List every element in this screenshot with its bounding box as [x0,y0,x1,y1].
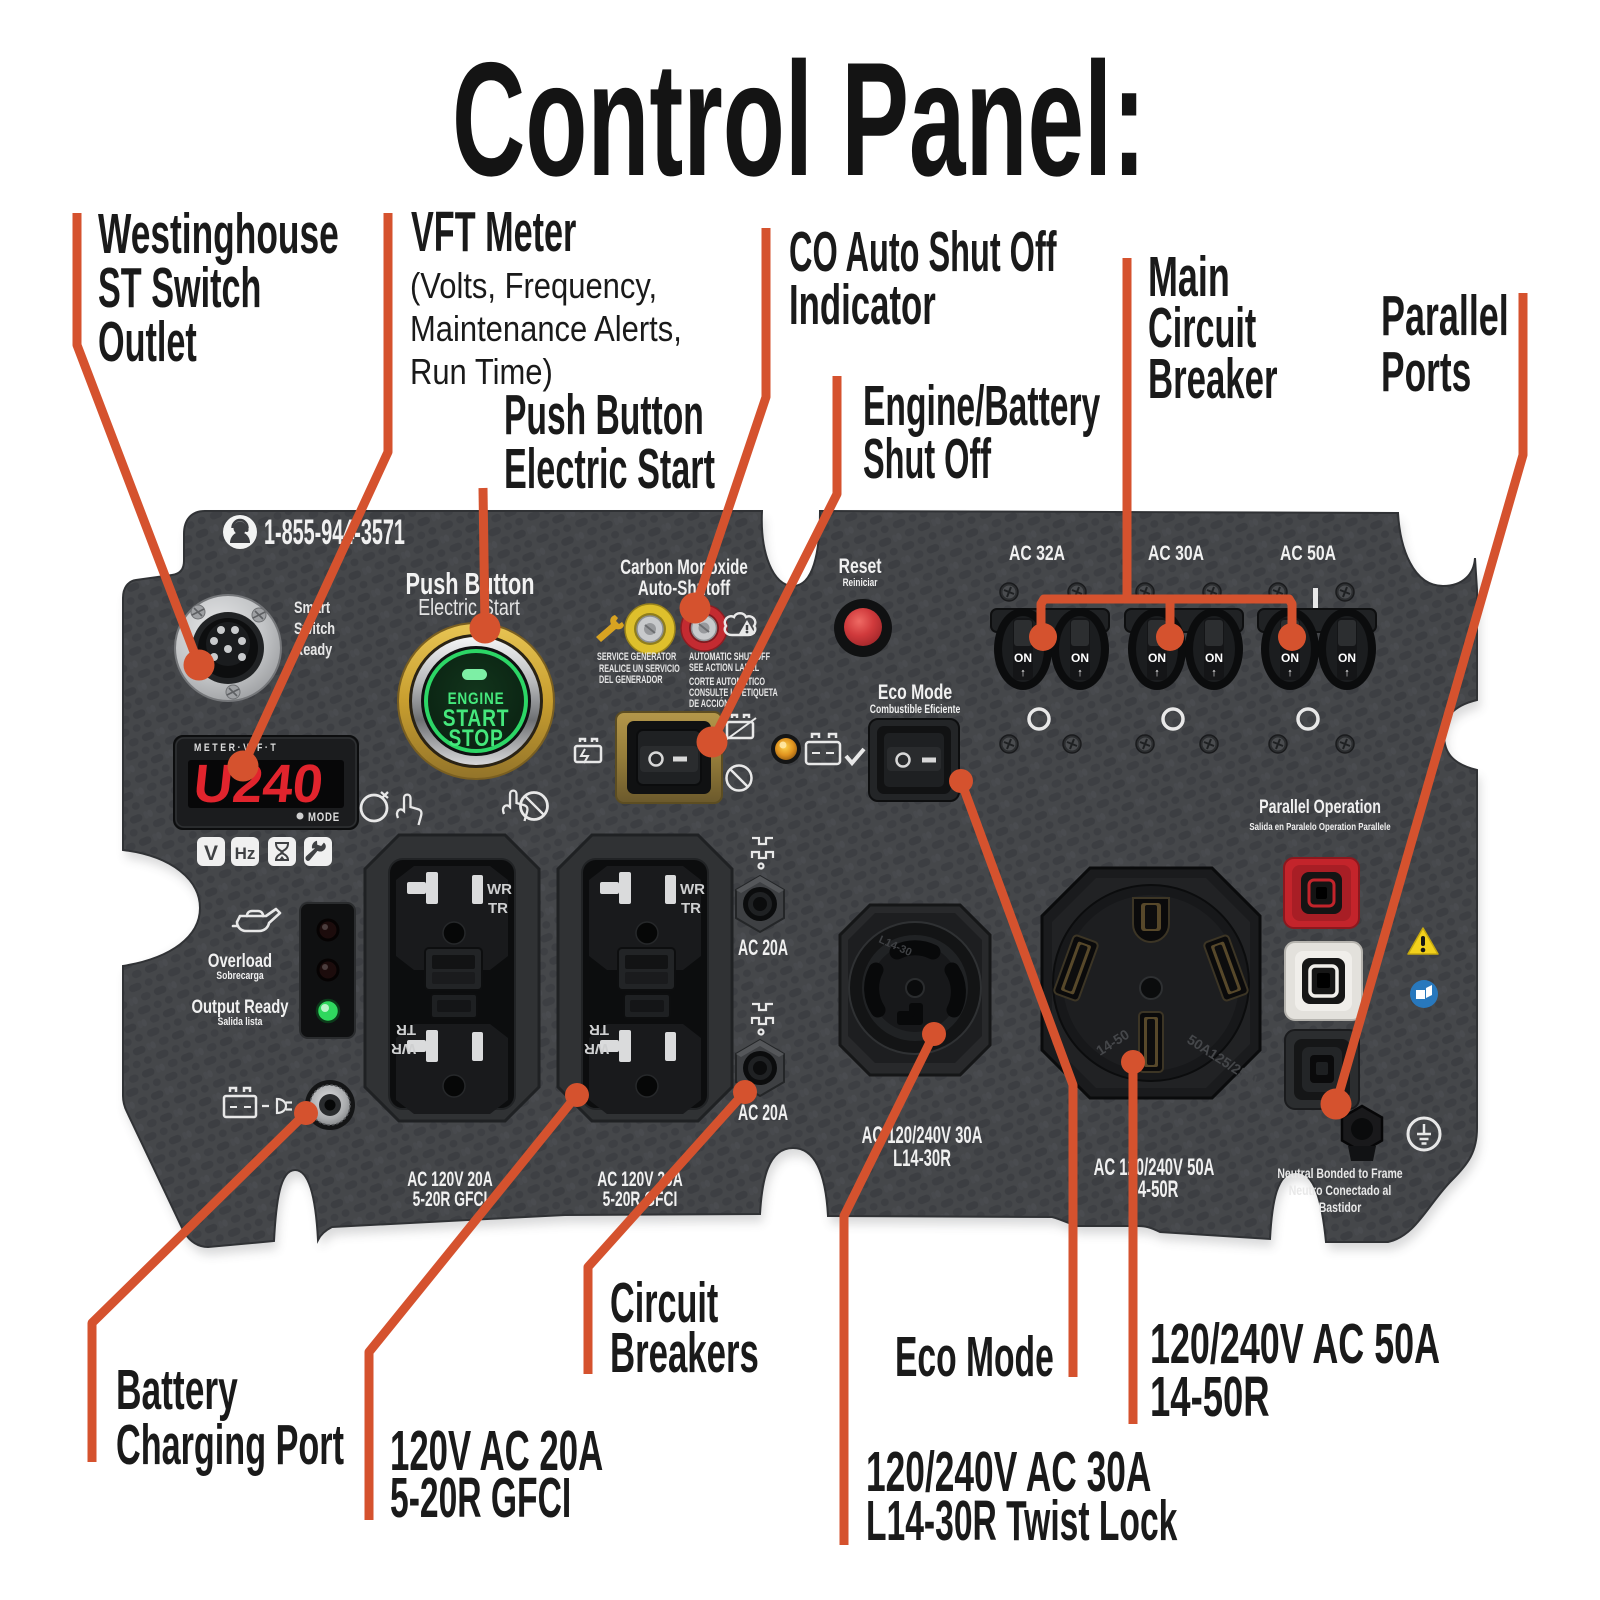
svg-text:Westinghouse: Westinghouse [98,203,339,267]
svg-text:Salida lista: Salida lista [218,1016,263,1028]
svg-text:Electric Start: Electric Start [504,436,715,500]
svg-text:AUTOMATIC SHUT OFF: AUTOMATIC SHUT OFF [689,651,770,663]
svg-text:5-20R GFCI: 5-20R GFCI [390,1466,571,1529]
svg-text:SEE ACTION LABEL: SEE ACTION LABEL [689,662,759,674]
svg-text:TR: TR [396,1021,416,1038]
svg-text:Reset: Reset [839,554,882,578]
svg-text:START: START [443,704,510,732]
svg-text:120/240V AC 50A: 120/240V AC 50A [1150,1313,1440,1376]
svg-text:AC 30A: AC 30A [1148,541,1204,565]
svg-text:Neutral Bonded to Frame: Neutral Bonded to Frame [1277,1166,1402,1182]
svg-text:Maintenance Alerts,: Maintenance Alerts, [410,310,682,350]
svg-text:REALICE UN SERVICIO: REALICE UN SERVICIO [599,663,680,675]
svg-text:Eco Mode: Eco Mode [895,1325,1054,1388]
svg-text:DE ACCIÓN: DE ACCIÓN [689,696,730,709]
svg-text:AC 120/240V 50A: AC 120/240V 50A [1094,1155,1215,1181]
svg-text:Parallel Operation: Parallel Operation [1259,796,1381,817]
svg-text:Sobrecarga: Sobrecarga [216,970,264,982]
svg-text:Battery: Battery [116,1359,238,1423]
svg-text:Carbon Monoxide: Carbon Monoxide [620,554,748,578]
svg-text:Control Panel:: Control Panel: [452,29,1146,210]
svg-text:AC 120V 20A: AC 120V 20A [407,1167,493,1191]
svg-text:Eco Mode: Eco Mode [878,680,952,704]
svg-text:Hz: Hz [235,844,256,863]
svg-text:Main: Main [1148,246,1230,309]
svg-text:CO Auto Shut Off: CO Auto Shut Off [789,219,1057,283]
svg-text:ON: ON [1014,651,1032,665]
svg-text:Overload: Overload [208,950,272,971]
svg-text:DEL GENERADOR: DEL GENERADOR [599,674,663,686]
svg-text:WR: WR [391,1040,416,1057]
svg-text:VFT Meter: VFT Meter [411,199,576,263]
svg-text:Parallel: Parallel [1381,285,1509,348]
svg-text:Shut Off: Shut Off [863,426,991,490]
svg-text:Push Button: Push Button [406,566,535,601]
svg-text:Ports: Ports [1381,341,1471,405]
svg-text:SERVICE GENERATOR: SERVICE GENERATOR [597,651,677,663]
svg-text:Indicator: Indicator [789,273,936,337]
svg-text:14-50R: 14-50R [1150,1366,1270,1429]
svg-text:(Volts, Frequency,: (Volts, Frequency, [410,267,657,307]
svg-text:TR: TR [488,900,508,917]
svg-text:L14-30R: L14-30R [893,1146,951,1172]
svg-text:U240: U240 [191,754,326,814]
svg-text:5-20R GFCI: 5-20R GFCI [413,1187,488,1211]
svg-text:Breakers: Breakers [610,1321,759,1385]
svg-text:ST Switch: ST Switch [98,255,261,319]
svg-text:Breaker: Breaker [1148,347,1278,411]
svg-text:↑: ↑ [1077,667,1083,679]
svg-text:Electric Start: Electric Start [418,595,520,621]
svg-text:L14-30R Twist Lock: L14-30R Twist Lock [866,1489,1178,1552]
svg-text:Salida en Paralelo Operation P: Salida en Paralelo Operation Parallele [1249,821,1390,832]
svg-text:CORTE AUTOMÁTICO: CORTE AUTOMÁTICO [689,676,765,688]
svg-text:14-50R: 14-50R [1130,1177,1179,1203]
svg-text:Combustible Eficiente: Combustible Eficiente [870,704,961,716]
svg-text:1-855-944-3571: 1-855-944-3571 [264,513,405,552]
svg-text:AC 32A: AC 32A [1009,541,1065,565]
svg-text:AC 20A: AC 20A [738,935,788,960]
svg-text:Charging Port: Charging Port [116,1412,344,1476]
svg-text:120V AC 20A: 120V AC 20A [390,1419,603,1483]
svg-text:Circuit: Circuit [610,1270,719,1334]
svg-text:Engine/Battery: Engine/Battery [863,374,1100,437]
svg-text:ON: ON [1071,651,1089,665]
svg-text:Run Time): Run Time) [410,353,553,393]
svg-text:Circuit: Circuit [1148,295,1257,359]
svg-text:MODE: MODE [308,811,340,824]
svg-text:120/240V AC 30A: 120/240V AC 30A [866,1441,1151,1505]
svg-text:V: V [204,842,218,865]
svg-text:Reiniciar: Reiniciar [843,577,878,589]
svg-text:ENGINE: ENGINE [448,690,505,709]
svg-text:Output Ready: Output Ready [191,996,288,1017]
svg-text:↑: ↑ [1020,667,1026,679]
svg-text:WR: WR [487,881,512,898]
svg-text:AC 50A: AC 50A [1280,541,1336,565]
svg-text:STOP: STOP [448,724,503,752]
svg-text:Auto-Shutoff: Auto-Shutoff [638,575,731,599]
svg-text:Bastidor: Bastidor [1319,1200,1362,1216]
svg-text:Neutro Conectado al: Neutro Conectado al [1289,1183,1392,1199]
svg-text:Outlet: Outlet [98,309,197,373]
svg-text:Push Button: Push Button [504,383,704,446]
